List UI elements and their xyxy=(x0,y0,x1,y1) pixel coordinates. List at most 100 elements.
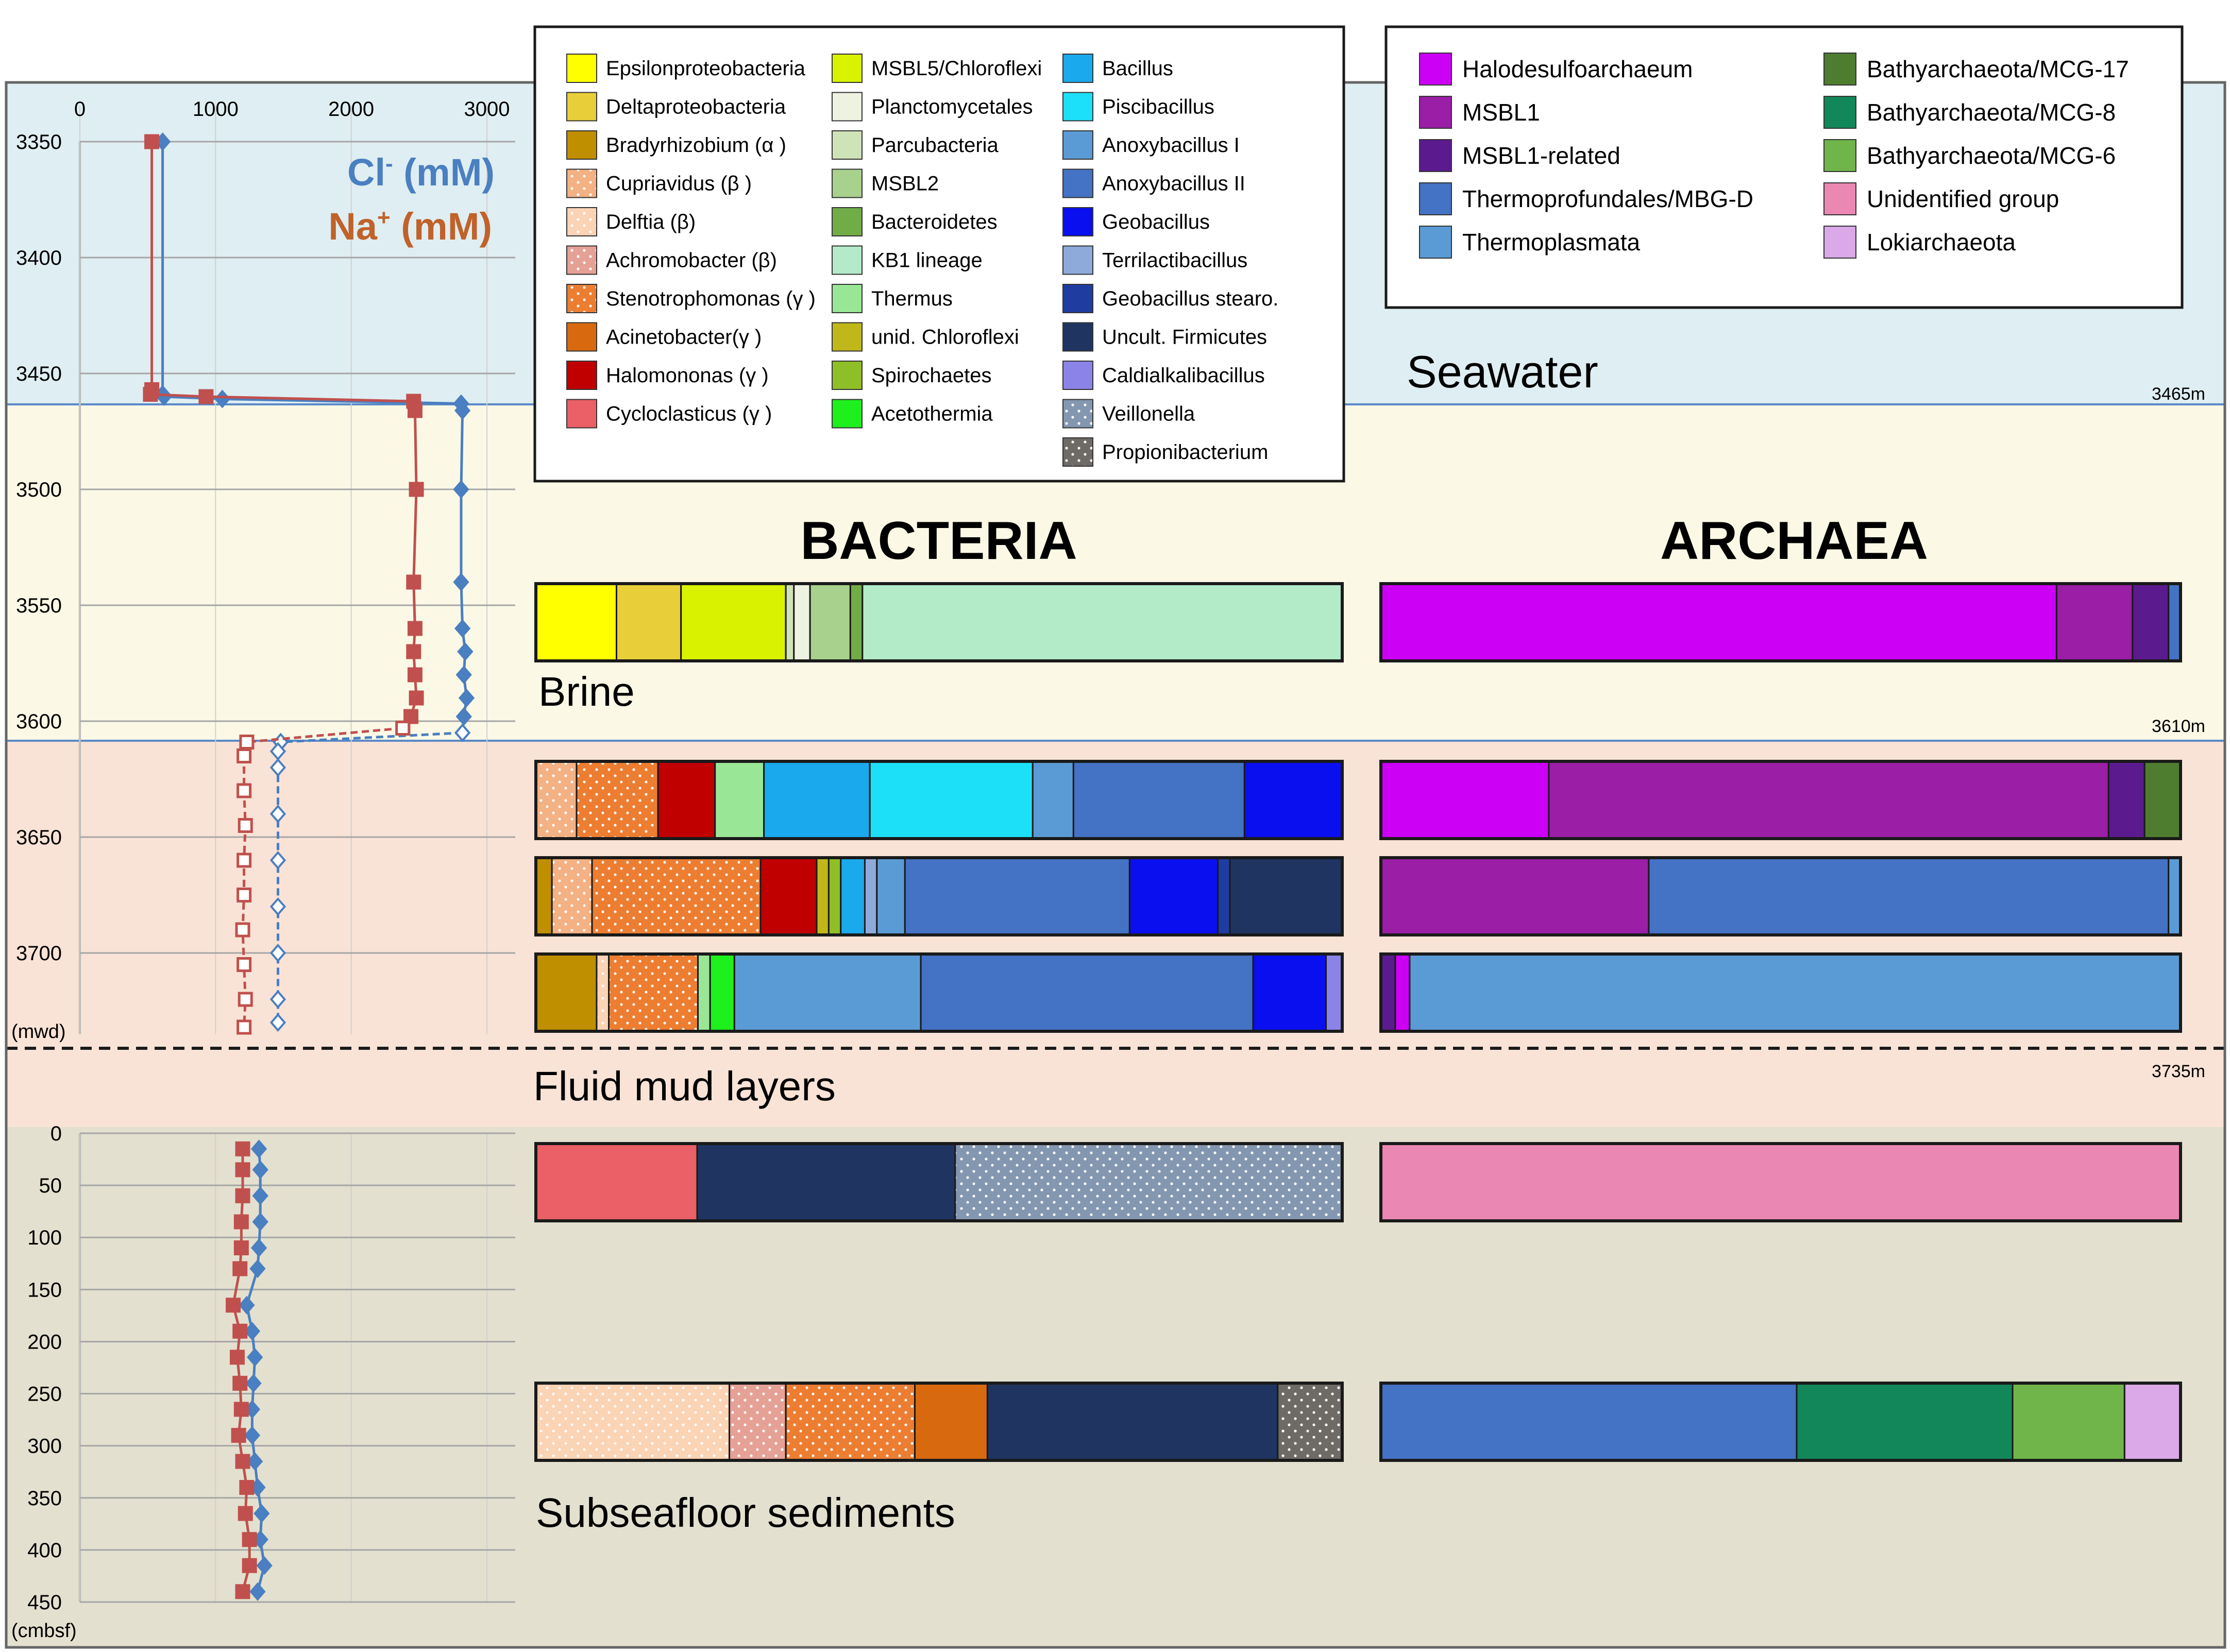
bacteria-segment-thermus xyxy=(714,760,765,840)
unidentified-group-legend-label: Unidentified group xyxy=(1867,185,2059,212)
bacillus-swatch xyxy=(1062,54,1093,83)
achromobacter-swatch xyxy=(566,245,597,275)
water-y-tick-label: 3600 xyxy=(16,710,62,733)
bacillus-legend-label: Bacillus xyxy=(1102,57,1173,80)
water-y-tick-label: 3550 xyxy=(16,594,62,617)
water-y-tick-label: 3450 xyxy=(16,363,62,385)
bacteria-segment-msbl5-chloroflexi xyxy=(680,583,787,662)
na-sed-point xyxy=(231,1427,246,1443)
epsilonproteobacteria-legend-label: Epsilonproteobacteria xyxy=(606,57,806,80)
na-water-point xyxy=(406,574,421,590)
archaea-bar-brine xyxy=(1379,582,2182,662)
lokiarchaeota-swatch xyxy=(1823,226,1856,259)
bathyarchaeota-mcg-8-legend-label: Bathyarchaeota/MCG-8 xyxy=(1867,99,2116,126)
msbl1-swatch xyxy=(1419,96,1452,129)
bacteria-segment-spirochaetes xyxy=(827,857,842,936)
deltaproteobacteria-legend-label: Deltaproteobacteria xyxy=(606,96,786,118)
bacteria-segment-bacteroidetes xyxy=(849,583,864,662)
archaea-segment-msbl1-related xyxy=(1380,953,1396,1032)
uncult-firmicutes-swatch xyxy=(1062,322,1093,352)
bacteroidetes-swatch xyxy=(832,207,863,236)
cl-sed-point xyxy=(252,1160,268,1179)
terrilactibacillus-legend-label: Terrilactibacillus xyxy=(1102,249,1247,272)
bacteria-segment-geobacillus xyxy=(1252,953,1327,1032)
bacteria-composition-bars xyxy=(534,582,1344,1462)
bacteria-segment-acetothermia xyxy=(709,953,735,1032)
geobacillus-stearo-swatch xyxy=(1062,284,1093,313)
delftia-legend-label: Delftia (β) xyxy=(606,211,696,233)
bacteria-segment-uncult-firmicutes xyxy=(1229,857,1343,936)
delftia-swatch xyxy=(566,207,597,236)
thermus-swatch xyxy=(832,284,863,313)
veillonella-legend-label: Veillonella xyxy=(1102,403,1195,425)
bacteria-segment-geobacillus-stearo xyxy=(1217,857,1231,936)
msbl5-chloroflexi-swatch xyxy=(832,54,863,83)
bacteria-segment-uncult-firmicutes xyxy=(986,1382,1279,1461)
water-x-tick-label: 0 xyxy=(74,98,86,121)
thermoplasmata-swatch xyxy=(1419,226,1452,259)
cl-sed-point xyxy=(254,1504,270,1523)
bacteria-segment-bradyrhizobium xyxy=(535,953,598,1032)
deltaproteobacteria-swatch xyxy=(566,92,597,122)
na-sed-point xyxy=(232,1261,248,1276)
bacteria-segment-planctomycetales xyxy=(793,583,811,662)
geobacillus-legend-label: Geobacillus xyxy=(1102,211,1210,233)
archaea-bar-frame xyxy=(1379,1142,2182,1222)
bacteria-segment-anoxybacillus-i xyxy=(1032,760,1074,840)
archaea-legend: HalodesulfoarchaeumMSBL1MSBL1-relatedThe… xyxy=(1419,53,2129,259)
bacteria-segment-parcubacteria xyxy=(785,583,795,662)
bacteria-bar-brine xyxy=(534,582,1344,662)
bacteria-segment-halomononas xyxy=(759,857,818,936)
anoxybacillus-ii-legend-label: Anoxybacillus II xyxy=(1102,173,1245,195)
stenotrophomonas-swatch xyxy=(566,284,597,313)
bacteria-bar-frame xyxy=(534,582,1344,662)
water-x-tick-label: 1000 xyxy=(193,98,239,121)
sed-y-tick-label: 300 xyxy=(27,1435,62,1458)
na-sed-point xyxy=(232,1375,248,1391)
bacteria-segment-kb1-lineage xyxy=(861,583,1343,662)
propionibacterium-swatch xyxy=(1062,437,1093,467)
cl-mud-point xyxy=(269,990,286,1009)
water-x-tick-label: 2000 xyxy=(328,98,374,121)
cupriavidus-legend-label: Cupriavidus (β ) xyxy=(606,173,752,195)
thermoprofundales-mbg-d-legend-label: Thermoprofundales/MBG-D xyxy=(1462,185,1753,212)
boundary-3465-label: 3465m xyxy=(2152,384,2205,404)
bacteria-segment-halomononas xyxy=(657,760,716,840)
bacteria-segment-piscibacillus xyxy=(869,760,1034,840)
bacteria-segment-delftia xyxy=(535,1382,731,1461)
bacteria-segment-caldialkalibacillus xyxy=(1325,953,1343,1032)
cl-mud-point xyxy=(269,850,286,870)
terrilactibacillus-swatch xyxy=(1062,245,1093,275)
acinetobacter-swatch xyxy=(566,322,597,352)
bacteria-bar-fluid-mud-3 xyxy=(534,952,1344,1033)
bacteria-bar-frame xyxy=(534,856,1344,936)
parcubacteria-swatch xyxy=(832,130,863,160)
archaea-segment-halodesulfoarchaeum xyxy=(1394,953,1411,1032)
sed-y-tick-label: 250 xyxy=(27,1383,62,1406)
bacteria-segment-terrilactibacillus xyxy=(864,857,878,936)
na-mud-point xyxy=(236,748,252,763)
cl-sed-point xyxy=(249,1582,266,1601)
archaea-bar-fluid-mud-3 xyxy=(1379,952,2182,1033)
na-mud-point xyxy=(239,735,255,750)
cl-sed-point xyxy=(247,1348,263,1367)
bacteria-segment-anoxybacillus-i xyxy=(733,953,922,1032)
na-sed-point xyxy=(235,1162,250,1178)
brine-label: Brine xyxy=(538,669,635,714)
bathyarchaeota-mcg-17-legend-label: Bathyarchaeota/MCG-17 xyxy=(1867,56,2129,82)
acetothermia-swatch xyxy=(832,399,863,429)
spirochaetes-swatch xyxy=(832,361,863,390)
cl-water-point xyxy=(454,619,471,638)
na-mud-point xyxy=(236,888,252,902)
water-y-tick-label: 3400 xyxy=(16,247,62,269)
archaea-bar-frame xyxy=(1379,582,2182,662)
archaea-segment-halodesulfoarchaeum xyxy=(1380,583,2057,662)
caldialkalibacillus-swatch xyxy=(1062,361,1093,390)
archaea-segment-msbl1 xyxy=(1548,760,2109,840)
cl-water-point xyxy=(455,707,472,726)
unid-chloroflexi-swatch xyxy=(832,322,863,352)
bacteria-segment-bacillus xyxy=(763,760,871,840)
bacteria-segment-bradyrhizobium xyxy=(535,857,553,936)
cl-sed-point xyxy=(250,1139,267,1159)
